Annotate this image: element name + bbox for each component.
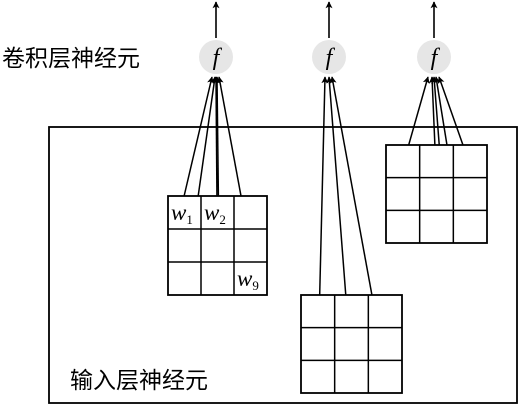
conv-neuron-3: f — [417, 40, 451, 74]
neuron-circle — [417, 40, 451, 74]
output-arrows — [212, 1, 438, 38]
neuron-circle — [312, 40, 346, 74]
neuron-symbol: f — [213, 45, 223, 71]
connection-arrow — [212, 76, 220, 206]
kernel-border — [167, 195, 268, 296]
conv-layer-label: 卷积层神经元 — [2, 46, 140, 72]
kernel-border — [385, 144, 488, 244]
weight-label-w1: w1 — [171, 200, 193, 227]
input-layer-label: 输入层神经元 — [70, 368, 208, 394]
neuron-symbol: f — [431, 45, 441, 71]
kernel-border — [300, 294, 403, 394]
connection-arrow — [430, 76, 441, 156]
conv-neuron-2: f — [312, 40, 346, 74]
neuron-symbol: f — [326, 45, 336, 71]
connection-arrow — [181, 76, 214, 206]
conv-neuron-1: f — [199, 40, 233, 74]
kernel-grid-2 — [300, 294, 403, 394]
neuron-circle — [199, 40, 233, 74]
weight-label-w9: w9 — [237, 266, 259, 293]
weight-label-w2: w2 — [204, 200, 226, 227]
kernel-grid-1 — [167, 195, 268, 296]
input-layer-frame — [48, 126, 518, 404]
kernel-grid-3 — [385, 144, 488, 244]
connection-arrow — [318, 76, 329, 324]
